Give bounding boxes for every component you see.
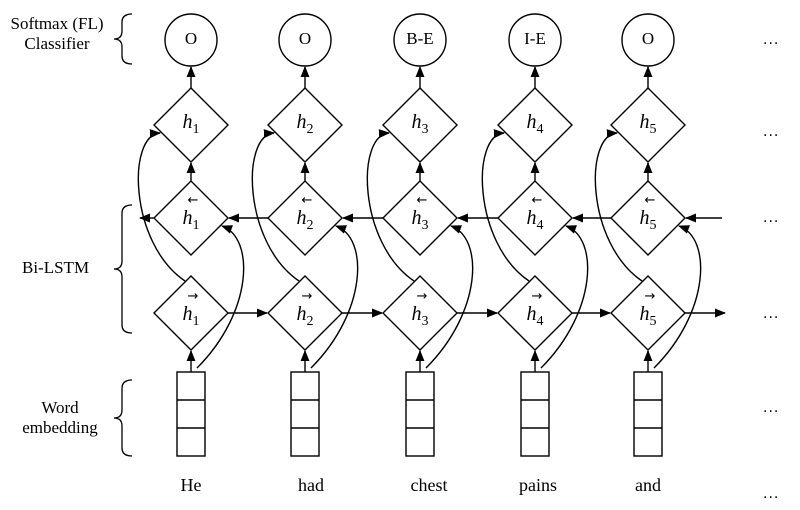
bilstm-brace xyxy=(113,204,133,334)
output-label: I-E xyxy=(524,29,546,48)
output-node xyxy=(393,13,447,67)
forward-to-hidden-curve xyxy=(594,129,643,282)
embedding-label-line1: Word xyxy=(41,398,79,417)
embedding-to-backward-curve xyxy=(196,225,245,369)
continuation-dots: ... xyxy=(763,400,780,416)
embedding-vector xyxy=(290,371,320,457)
forward-lstm-node xyxy=(267,275,343,351)
continuation-dots: ... xyxy=(763,124,780,140)
bilstm-label: Bi-LSTM xyxy=(22,258,90,277)
embedding-vector xyxy=(176,371,206,457)
forward-hidden-label: h3 xyxy=(411,303,429,329)
backward-arrow-mark: ← xyxy=(531,193,543,208)
backward-hidden-label: h5 xyxy=(639,207,657,233)
embedding-to-backward-curve xyxy=(310,225,359,369)
continuation-dots: ... xyxy=(763,210,780,226)
backward-arrow-mark: ← xyxy=(644,193,656,208)
backward-lstm-node xyxy=(382,180,458,256)
backward-lstm-node xyxy=(610,180,686,256)
embedding-vector xyxy=(405,371,435,457)
forward-arrow-mark: → xyxy=(416,289,428,304)
backward-hidden-label: h4 xyxy=(526,207,544,233)
forward-to-hidden-curve xyxy=(481,129,530,282)
backward-hidden-label: h3 xyxy=(411,207,429,233)
forward-arrow-mark: → xyxy=(644,289,656,304)
backward-arrow-mark: ← xyxy=(187,193,199,208)
hidden-node xyxy=(382,87,458,163)
hidden-node xyxy=(610,87,686,163)
forward-to-hidden-curve xyxy=(137,129,186,282)
hidden-node xyxy=(267,87,343,163)
backward-hidden-label: h2 xyxy=(296,207,314,233)
output-node xyxy=(278,13,332,67)
embedding-label: Word embedding xyxy=(5,398,115,438)
forward-hidden-label: h4 xyxy=(526,303,544,329)
output-label: O xyxy=(298,29,312,48)
output-label: B-E xyxy=(406,29,434,48)
backward-lstm-node xyxy=(497,180,573,256)
forward-hidden-label: h5 xyxy=(639,303,657,329)
output-node xyxy=(508,13,562,67)
classifier-label: Softmax (FL) Classifier xyxy=(2,14,112,54)
forward-hidden-label: h1 xyxy=(182,303,200,329)
embedding-brace xyxy=(113,379,133,457)
hidden-label: h1 xyxy=(182,111,200,137)
continuation-dots: ... xyxy=(763,32,780,48)
forward-to-hidden-curve xyxy=(366,129,415,282)
embedding-to-backward-curve xyxy=(425,225,474,369)
backward-arrow-mark: ← xyxy=(301,193,313,208)
output-label: O xyxy=(641,29,655,48)
forward-arrow-mark: → xyxy=(187,289,199,304)
hidden-label: h5 xyxy=(639,111,657,137)
output-label: O xyxy=(184,29,198,48)
forward-lstm-node xyxy=(382,275,458,351)
hidden-label: h2 xyxy=(296,111,314,137)
forward-to-hidden-curve xyxy=(251,129,300,282)
continuation-dots: ... xyxy=(763,486,780,502)
forward-arrow-mark: → xyxy=(531,289,543,304)
input-word: had xyxy=(298,475,324,495)
hidden-node xyxy=(153,87,229,163)
output-node xyxy=(621,13,675,67)
forward-lstm-node xyxy=(497,275,573,351)
backward-lstm-node xyxy=(267,180,343,256)
forward-lstm-node xyxy=(153,275,229,351)
embedding-vector xyxy=(520,371,550,457)
input-word: pains xyxy=(519,475,557,495)
forward-lstm-node xyxy=(610,275,686,351)
hidden-label: h4 xyxy=(526,111,544,137)
forward-arrow-mark: → xyxy=(301,289,313,304)
embedding-to-backward-curve xyxy=(540,225,589,369)
embedding-label-line2: embedding xyxy=(22,418,98,437)
backward-lstm-node xyxy=(153,180,229,256)
hidden-node xyxy=(497,87,573,163)
input-word: and xyxy=(635,475,661,495)
backward-arrow-mark: ← xyxy=(416,193,428,208)
embedding-to-backward-curve xyxy=(653,225,702,369)
forward-hidden-label: h2 xyxy=(296,303,314,329)
output-node xyxy=(164,13,218,67)
classifier-label-line2: Classifier xyxy=(24,34,90,53)
input-word: chest xyxy=(410,475,448,495)
continuation-dots: ... xyxy=(763,306,780,322)
embedding-vector xyxy=(633,371,663,457)
hidden-label: h3 xyxy=(411,111,429,137)
classifier-label-line1: Softmax (FL) xyxy=(10,14,104,33)
input-word: He xyxy=(180,475,202,495)
classifier-brace xyxy=(113,13,133,65)
backward-hidden-label: h1 xyxy=(182,207,200,233)
